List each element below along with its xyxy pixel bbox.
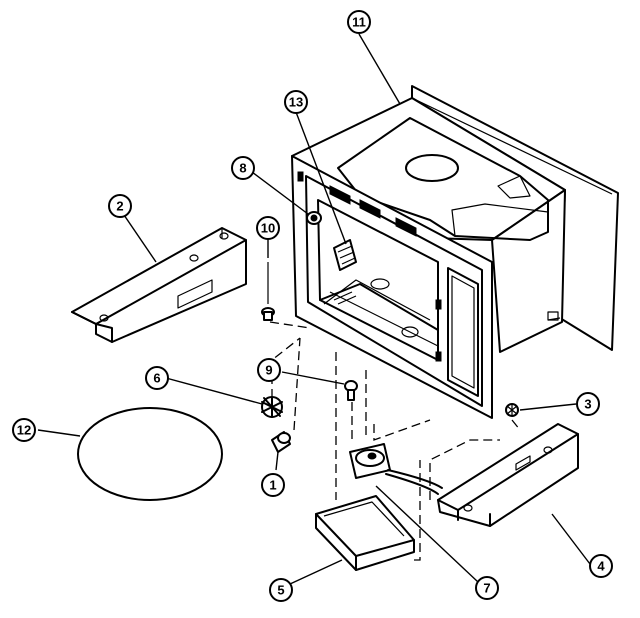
callout-6: 6 — [145, 366, 169, 390]
part-10-screw — [261, 262, 275, 321]
front-frame — [291, 155, 493, 419]
svg-text:3: 3 — [584, 397, 591, 412]
callout-10: 10 — [256, 216, 280, 240]
callout-13: 13 — [284, 90, 308, 114]
callouts: 11 13 8 2 10 9 6 3 — [12, 10, 613, 602]
part-9-screw — [344, 380, 358, 401]
part-1-roller — [271, 431, 291, 453]
svg-text:1: 1 — [269, 478, 276, 493]
leader-lines — [37, 33, 591, 585]
callout-8: 8 — [231, 156, 255, 180]
callout-7: 7 — [475, 576, 499, 600]
part-3-fastener — [505, 403, 519, 417]
part-7-motor — [349, 443, 443, 495]
part-8-plug — [306, 211, 322, 225]
svg-text:11: 11 — [352, 15, 366, 30]
svg-text:10: 10 — [261, 221, 275, 236]
part-6-coupler — [261, 396, 283, 418]
callout-12: 12 — [12, 418, 36, 442]
svg-text:6: 6 — [153, 371, 160, 386]
part-5-housing — [315, 495, 415, 571]
part-2-bracket — [71, 227, 247, 343]
svg-text:13: 13 — [289, 95, 303, 110]
callout-4: 4 — [589, 554, 613, 578]
part-12-tray — [77, 407, 223, 501]
callout-3: 3 — [576, 392, 600, 416]
callout-9: 9 — [257, 358, 281, 382]
callout-1: 1 — [261, 473, 285, 497]
part-13-switch — [333, 239, 357, 271]
part-4-bracket — [437, 423, 579, 527]
svg-text:2: 2 — [116, 199, 123, 214]
svg-text:9: 9 — [265, 363, 272, 378]
svg-text:7: 7 — [483, 581, 490, 596]
svg-text:4: 4 — [597, 559, 605, 574]
svg-text:12: 12 — [17, 423, 31, 438]
callout-11: 11 — [347, 10, 371, 34]
callout-5: 5 — [269, 578, 293, 602]
svg-text:5: 5 — [277, 583, 284, 598]
svg-text:8: 8 — [239, 161, 246, 176]
assembly-lines — [269, 321, 521, 561]
callout-2: 2 — [108, 194, 132, 218]
